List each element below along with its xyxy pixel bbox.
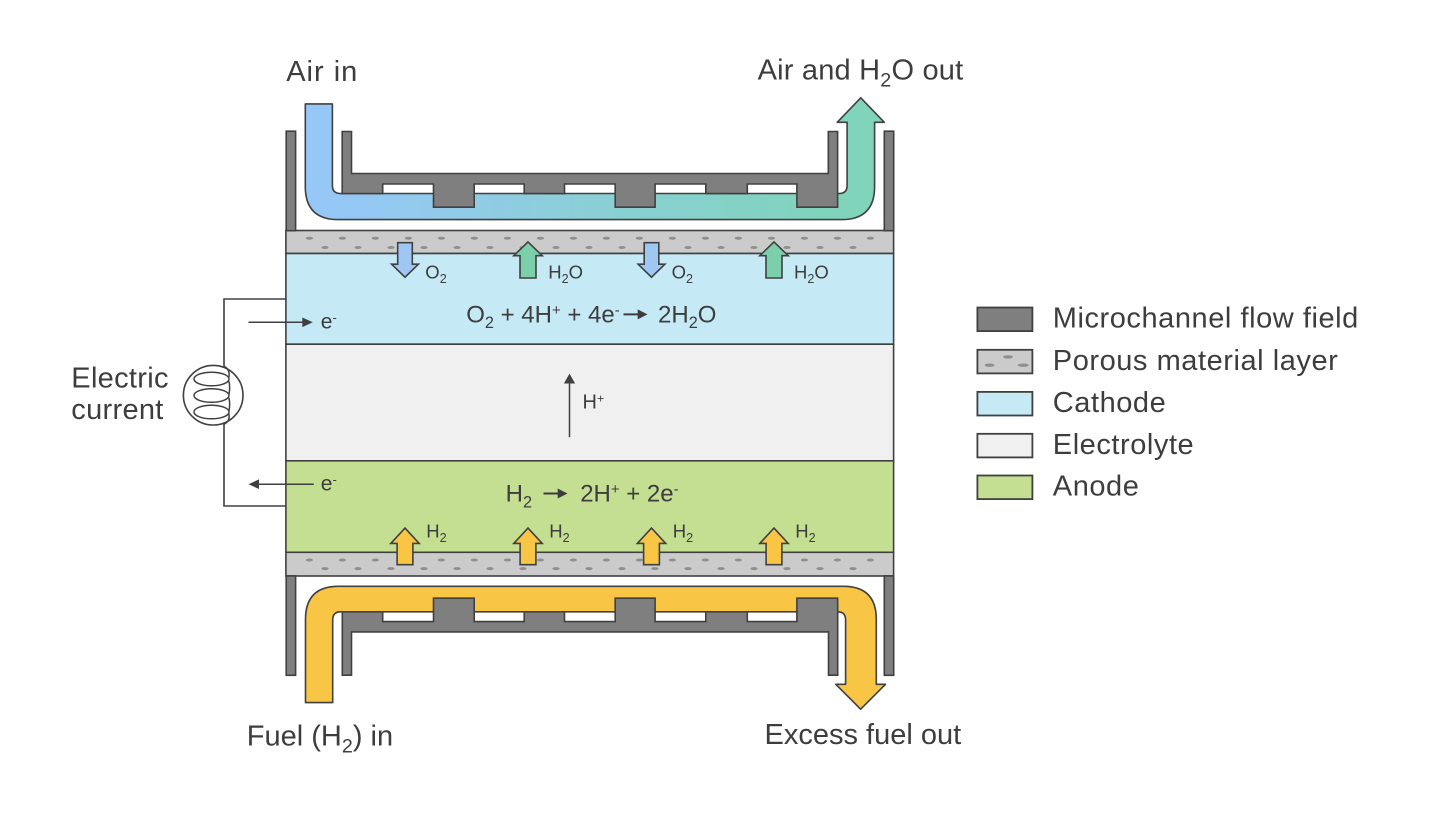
svg-text:Porous material layer: Porous material layer <box>1053 345 1339 377</box>
svg-text:e-: e- <box>321 472 337 496</box>
svg-text:H2O: H2O <box>548 262 583 286</box>
svg-text:O2: O2 <box>672 262 693 286</box>
svg-text:H2O: H2O <box>794 262 829 286</box>
svg-text:2H2O: 2H2O <box>658 301 716 332</box>
svg-text:H2: H2 <box>795 521 815 545</box>
svg-text:Cathode: Cathode <box>1053 387 1167 419</box>
svg-text:2H+ + 2e-: 2H+ + 2e- <box>580 481 678 508</box>
svg-text:Excess fuel out: Excess fuel out <box>765 719 962 751</box>
svg-text:H2: H2 <box>426 521 446 545</box>
svg-text:H2: H2 <box>549 521 569 545</box>
svg-text:current: current <box>71 394 163 426</box>
svg-text:H2: H2 <box>673 521 693 545</box>
svg-text:Microchannel flow field: Microchannel flow field <box>1053 303 1359 335</box>
svg-text:Air and H2O out: Air and H2O out <box>758 55 964 92</box>
svg-text:O2: O2 <box>425 262 446 286</box>
svg-text:Electrolyte: Electrolyte <box>1053 429 1194 461</box>
svg-text:Fuel (H2) in: Fuel (H2) in <box>247 720 393 757</box>
svg-text:H+: H+ <box>583 391 605 413</box>
svg-text:Electric: Electric <box>71 363 168 395</box>
svg-text:Air in: Air in <box>286 56 358 88</box>
svg-text:O2 + 4H+ + 4e-: O2 + 4H+ + 4e- <box>466 301 620 332</box>
svg-text:e-: e- <box>321 310 337 334</box>
svg-text:H2: H2 <box>506 481 532 512</box>
svg-text:Anode: Anode <box>1053 471 1140 503</box>
